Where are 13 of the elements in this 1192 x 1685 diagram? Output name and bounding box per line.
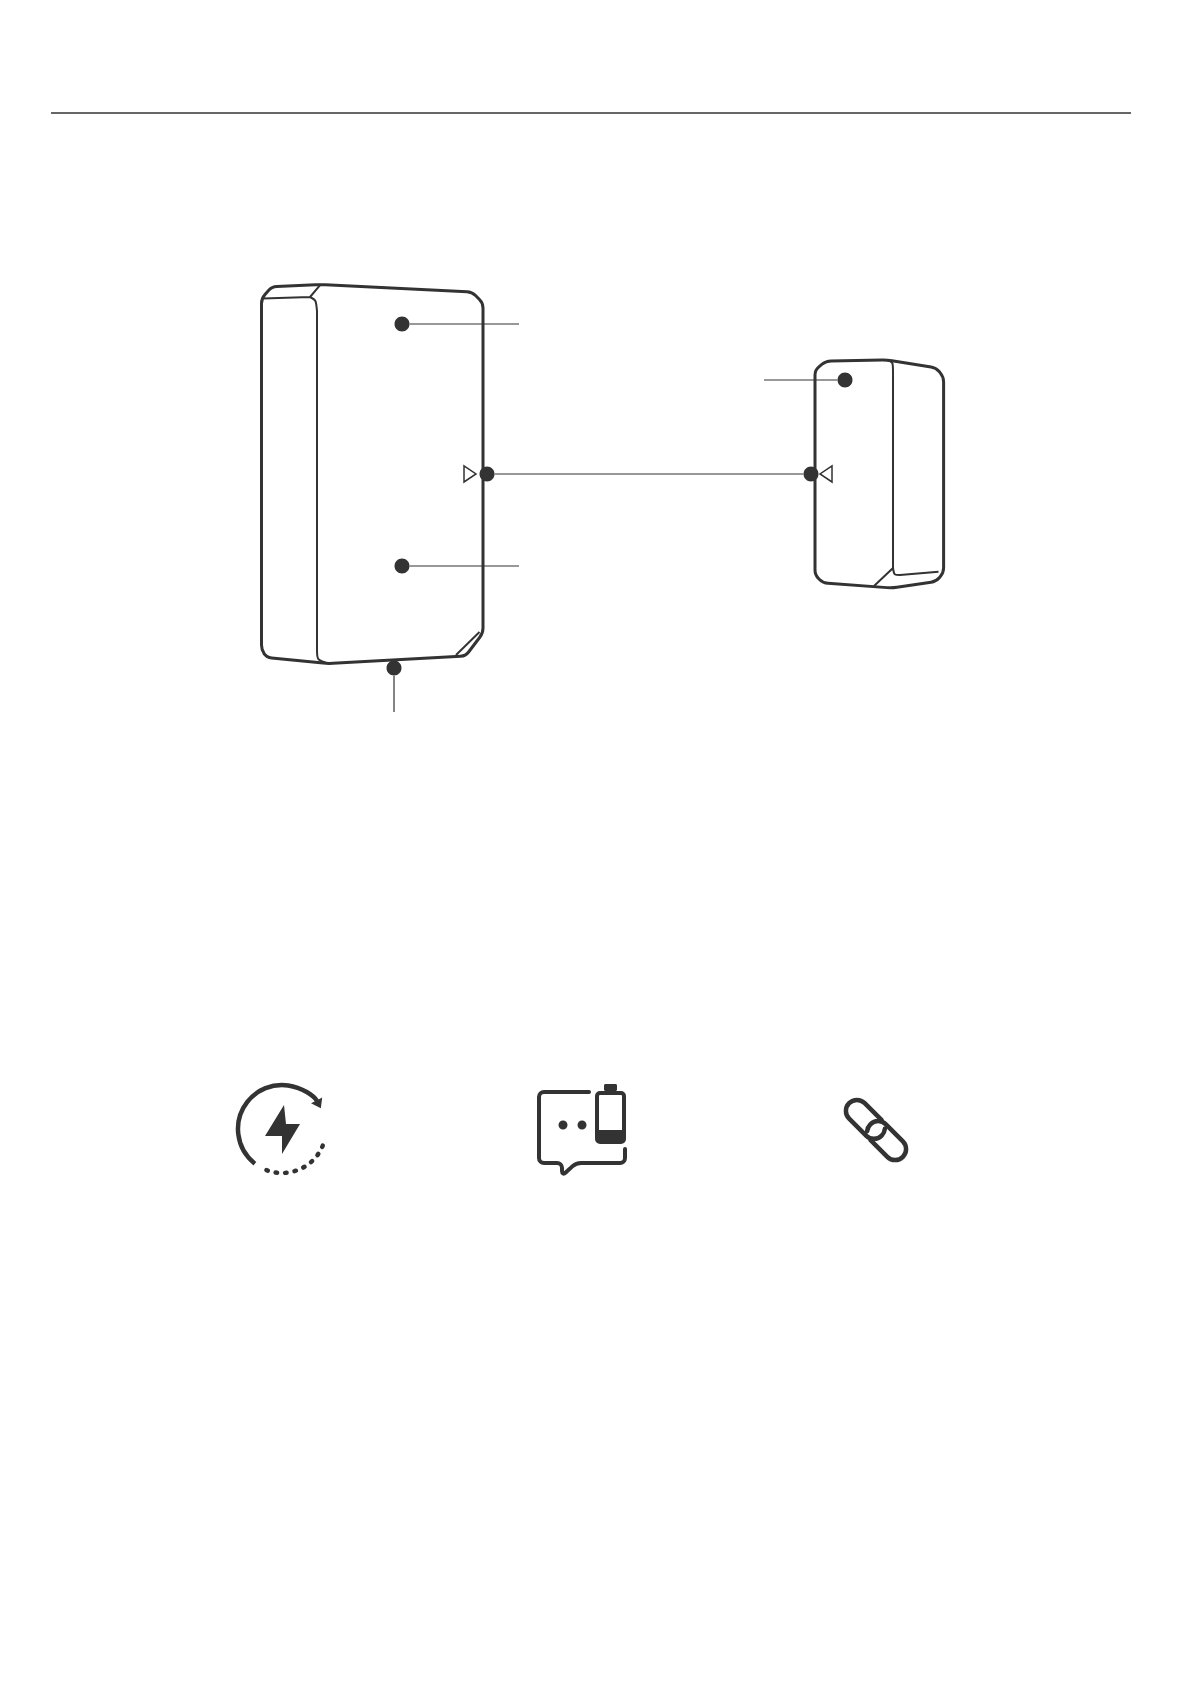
leader-line xyxy=(763,379,838,381)
marker-dot xyxy=(394,316,410,332)
leader-line xyxy=(409,323,520,325)
leader-line xyxy=(393,675,395,713)
leader-line xyxy=(409,565,520,567)
device-drawing xyxy=(813,358,946,590)
device-drawing xyxy=(260,283,485,665)
marker-dot xyxy=(386,660,402,676)
marker-dot xyxy=(837,372,853,388)
marker-dot xyxy=(479,466,495,482)
marker-dot xyxy=(394,558,410,574)
marker-dot xyxy=(803,466,819,482)
connector-line xyxy=(494,473,804,475)
